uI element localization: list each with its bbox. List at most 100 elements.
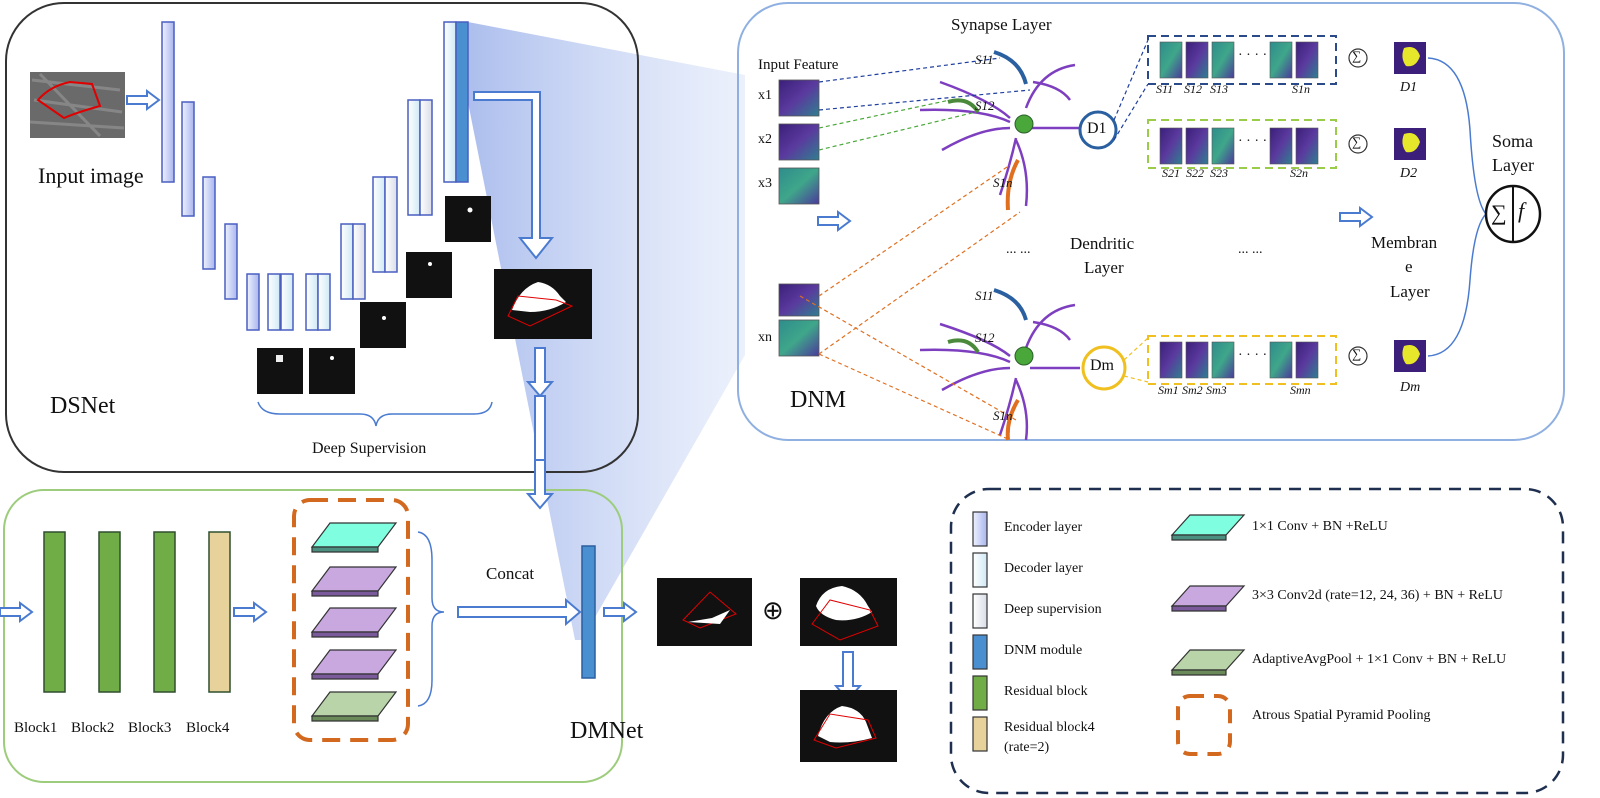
row1-ellipsis: · · · · [1238,48,1268,63]
deep-supervision-label: Deep Supervision [312,440,427,457]
row-feature-maps [1159,41,1319,379]
soma-label-1: Soma [1492,131,1534,151]
dnm-panel [737,2,1565,441]
dsnet-segmentation-output [494,269,592,339]
plus-operator: ⊕ [762,596,784,625]
input-x3: x3 [758,176,772,191]
row2-s2n: S2n [1290,166,1308,180]
legend-residual-block4-rate: (rate=2) [1004,740,1050,755]
dmnet-dnm-module [581,545,596,679]
soma-f-symbol: f [1518,198,1525,223]
aspp-brace [417,531,445,707]
input-image [29,72,125,138]
legend-aspp-swatch [1176,694,1232,756]
row1-s13: S13 [1210,82,1228,96]
input-arrow [126,90,160,110]
input-feature-maps [778,79,820,357]
legend-dnm-module: DNM module [1004,643,1083,658]
membrane-label-1: Membran [1371,233,1438,252]
row1-s12: S12 [1184,82,1202,96]
soma-sum-symbol: ∑ [1491,200,1507,225]
legend-pool: AdaptiveAvgPool + 1×1 Conv + BN + ReLU [1252,652,1507,667]
synapse-connections [799,57,1031,441]
concat-arrow [457,597,582,627]
dendrite-dm [1081,345,1127,391]
residual-blocks [43,531,231,693]
dnm-projection-fan [452,22,745,640]
row2-s22: S22 [1186,166,1204,180]
n1-s11: S11 [975,52,994,67]
row3-sm3: Sm3 [1206,383,1227,397]
dsnet-output-arrow [473,91,555,260]
sum-3: ∑ [1352,346,1362,361]
synapse-layer-label: Synapse Layer [951,15,1052,34]
block4-to-aspp-arrow [233,602,267,622]
output-d1-label: D1 [1400,80,1418,95]
membrane-label-3: Layer [1390,282,1430,301]
block3-label: Block3 [128,720,172,736]
dnm-input-arrow [817,211,851,231]
legend-residual-block4: Residual block4 [1004,720,1095,735]
dendritic-layer-label-1: Dendritic [1070,234,1135,253]
neuron-1 [919,50,1080,211]
n2-s1n: S1n [993,408,1013,423]
membrane-arrow [1339,207,1373,227]
row2-box [1147,119,1337,169]
decoder-layers [267,21,469,331]
sum-2: ∑ [1352,134,1362,149]
row2-s23: S23 [1210,166,1228,180]
block4-label: Block4 [186,720,230,736]
summation-circles [1348,48,1368,366]
final-segmentation [800,690,897,762]
row2-ellipsis: · · · · [1238,134,1268,149]
dendritic-layer-label-2: Layer [1084,258,1124,277]
legend-residual-block: Residual block [1004,684,1088,699]
input-xn: xn [758,330,772,345]
block1-label: Block1 [14,720,58,736]
output-d2-label: D2 [1400,166,1418,181]
concat-label: Concat [486,564,535,583]
row3-smn: Smn [1290,383,1311,397]
ellipsis-left: ... ... [1006,242,1031,257]
dmnet-output-mask-2 [800,578,897,646]
dendrite-d1 [1078,110,1118,150]
legend-aspp: Atrous Spatial Pyramid Pooling [1252,708,1431,723]
legend-encoder: Encoder layer [1004,520,1083,535]
dnm-output-arrow [603,602,637,622]
row3-box [1147,335,1337,385]
dmnet-title: DMNet [570,718,644,744]
row2-s21: S21 [1162,166,1180,180]
n1-s12: S12 [975,98,995,113]
soma-node [1484,184,1542,244]
soma-label-2: Layer [1492,155,1534,175]
aspp-layers [310,522,398,722]
neuron-2 [919,288,1080,441]
input-feature-label: Input Feature [758,57,839,73]
dmnet-panel [3,489,623,783]
dendrite-output-maps [1394,42,1426,372]
sum-1: ∑ [1352,48,1362,63]
encoder-layers [161,21,260,331]
row1-box [1147,35,1337,85]
legend-swatches [972,511,1246,752]
row-connectors [1113,39,1149,383]
deep-supervision-masks [257,196,491,394]
n1-s1n: S1n [993,175,1013,190]
deep-supervision-brace [257,401,493,427]
legend-conv1x1: 1×1 Conv + BN +ReLU [1252,519,1388,534]
dmnet-output-mask-1 [657,578,752,646]
input-image-label: Input image [38,163,144,188]
input-x2: x2 [758,132,772,147]
row3-sm1: Sm1 [1158,383,1179,397]
block2-label: Block2 [71,720,115,736]
row1-s1n: S1n [1292,82,1310,96]
row3-sm2: Sm2 [1182,383,1203,397]
dsnet-panel [5,2,639,473]
membrane-label-2: e [1405,257,1413,276]
dendrite-d1-label: D1 [1087,120,1107,137]
membrane-to-soma-curves [1427,57,1487,357]
legend-decoder: Decoder layer [1004,561,1083,576]
legend-deep-supervision: Deep supervision [1004,602,1102,617]
dendrite-dm-label: Dm [1090,357,1114,374]
